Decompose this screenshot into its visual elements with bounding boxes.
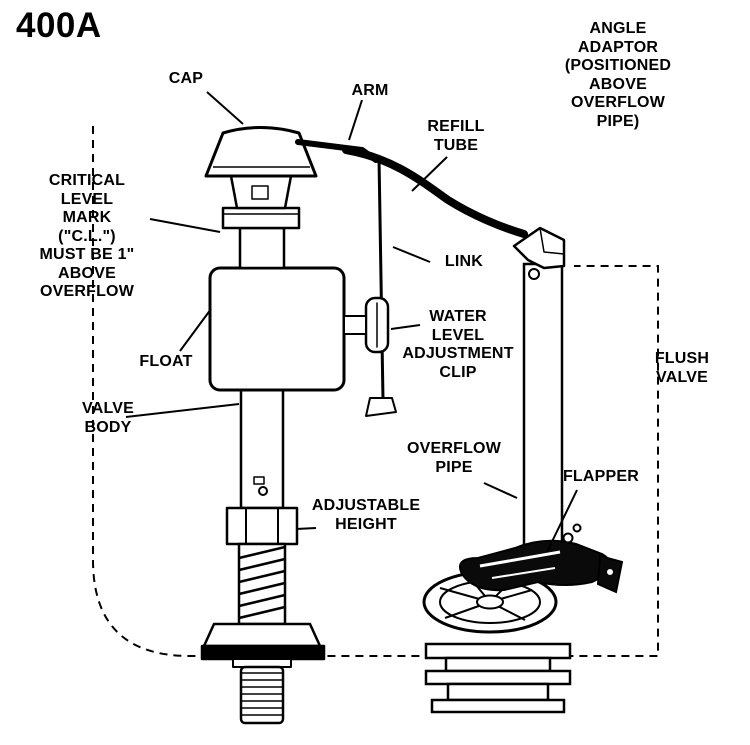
leader-overflow-pipe	[483, 482, 518, 499]
label-arm: ARM	[351, 82, 389, 99]
label-adjustable-height: ADJUSTABLE HEIGHT	[311, 497, 421, 533]
label-cap: CAP	[168, 70, 204, 87]
leader-float	[179, 308, 212, 352]
clip-tab-shape	[343, 315, 367, 335]
label-angle-adaptor: ANGLE ADAPTOR (POSITIONED ABOVE OVERFLOW…	[564, 20, 672, 130]
angle-adaptor-drawing	[512, 226, 566, 280]
label-critical-level-mark: CRITICAL LEVEL MARK ("C.L.") MUST BE 1" …	[39, 172, 135, 301]
leader-adjustable-height	[295, 527, 317, 530]
label-valve-body: VALVE BODY	[82, 400, 134, 436]
leader-arm	[348, 99, 363, 141]
label-link: LINK	[444, 253, 484, 270]
tank-outline	[92, 126, 659, 657]
critical-level-band-shape	[221, 206, 301, 230]
fill-valve-drawing	[200, 126, 346, 725]
shank-detail-notch	[253, 476, 265, 485]
link-rod-shape	[377, 156, 385, 402]
diagram-title: 400A	[16, 6, 102, 45]
bottom-threads-shape	[239, 665, 285, 725]
flapper-drawing	[459, 523, 624, 594]
chain-link-shape	[572, 523, 582, 533]
chain-link-shape	[562, 532, 574, 544]
leader-water-clip	[390, 324, 421, 330]
float-shape	[208, 266, 346, 392]
leader-valve-body	[125, 403, 240, 418]
label-flapper: FLAPPER	[562, 468, 640, 485]
refill-tube-drawing	[342, 146, 528, 238]
cap-shape	[204, 126, 318, 178]
overflow-pipe-drawing	[522, 262, 564, 552]
label-float: FLOAT	[139, 353, 193, 370]
flush-valve-seat-drawing	[422, 570, 572, 714]
label-refill-tube: REFILL TUBE	[427, 118, 485, 154]
label-water-level-adjustment-clip: WATER LEVEL ADJUSTMENT CLIP	[402, 308, 514, 381]
leader-lines	[125, 91, 578, 553]
shank-detail-circle	[258, 486, 268, 496]
base-flange-shape	[202, 622, 322, 648]
link-foot-shape	[365, 397, 397, 417]
leader-link	[392, 246, 431, 263]
base-gasket-shape	[200, 644, 326, 661]
leader-critical-level	[149, 218, 221, 233]
leader-cap	[206, 91, 244, 125]
label-flush-valve: FLUSH VALVE	[654, 350, 710, 386]
label-overflow-pipe: OVERFLOW PIPE	[406, 440, 502, 476]
valve-neck-shape	[238, 226, 286, 270]
leader-flapper	[546, 489, 578, 553]
leader-refill-tube	[411, 156, 448, 192]
adjustable-collar-shape	[225, 506, 299, 546]
